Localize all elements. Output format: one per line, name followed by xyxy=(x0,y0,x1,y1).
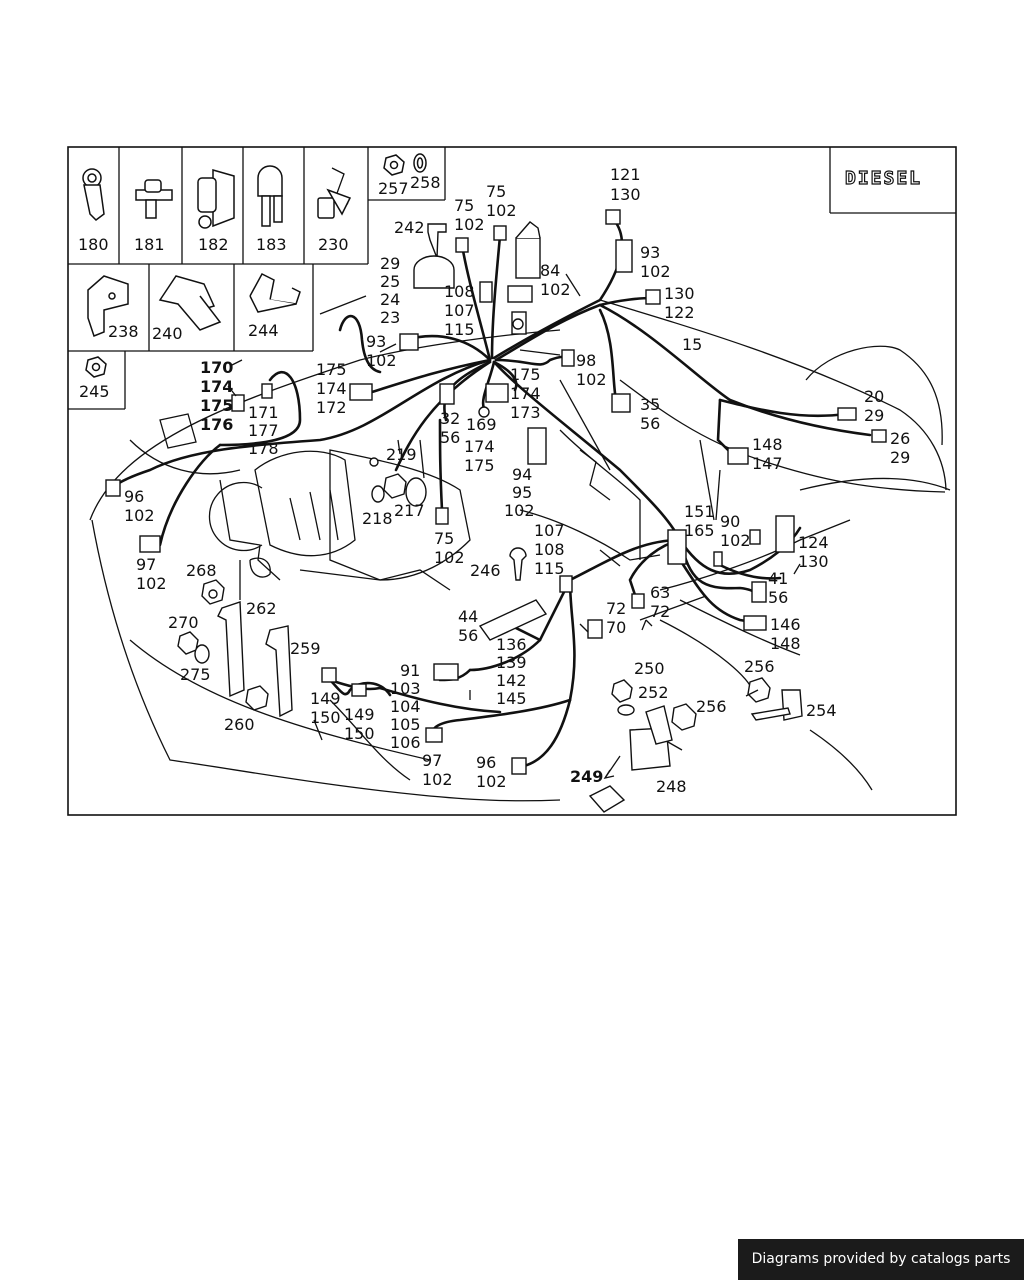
callout-252: 252 xyxy=(638,683,669,702)
harness-connectors xyxy=(105,209,887,775)
part-244-icon xyxy=(249,273,301,313)
callout-218: 218 xyxy=(362,509,393,528)
part-257-icon xyxy=(383,154,405,176)
callout-259: 259 xyxy=(290,639,321,658)
callout-260: 260 xyxy=(224,715,255,734)
callout-15: 15 xyxy=(682,335,702,354)
callout-270: 270 xyxy=(168,613,199,632)
label-245: 245 xyxy=(79,382,110,401)
part-183-icon xyxy=(257,165,283,227)
label-183: 183 xyxy=(256,235,287,254)
label-240: 240 xyxy=(152,324,183,343)
label-258: 258 xyxy=(410,173,441,192)
callout-169: 169 xyxy=(466,415,497,434)
inset-grid xyxy=(68,147,956,410)
lower-hardware xyxy=(177,579,803,813)
label-238: 238 xyxy=(108,322,139,341)
leader-lines xyxy=(227,273,801,751)
part-180-icon xyxy=(82,168,105,221)
callout-275: 275 xyxy=(180,665,211,684)
callout-262: 262 xyxy=(246,599,277,618)
callout-249: 249 xyxy=(570,767,603,786)
callout-91: 91 xyxy=(400,661,420,680)
label-181: 181 xyxy=(134,235,165,254)
callout-256-a: 256 xyxy=(744,657,775,676)
callout-268: 268 xyxy=(186,561,217,580)
part-245-icon xyxy=(85,356,107,378)
callout-248: 248 xyxy=(656,777,687,796)
callout-254: 254 xyxy=(806,701,837,720)
vehicle-body-outline xyxy=(89,299,951,802)
callout-219: 219 xyxy=(386,445,417,464)
diesel-badge: DIESEL xyxy=(845,168,922,189)
label-180: 180 xyxy=(78,235,109,254)
part-258-icon xyxy=(413,153,427,173)
diagram-frame xyxy=(67,146,957,816)
callout-242: 242 xyxy=(394,218,425,237)
callout-217: 217 xyxy=(394,501,425,520)
label-230: 230 xyxy=(318,235,349,254)
part-181-icon xyxy=(135,179,173,219)
part-182-icon xyxy=(197,169,235,229)
callout-246: 246 xyxy=(470,561,501,580)
label-244: 244 xyxy=(248,321,279,340)
part-240-icon xyxy=(158,275,222,331)
part-230-icon xyxy=(317,167,352,219)
label-257: 257 xyxy=(378,179,409,198)
inset-part-drawings xyxy=(82,153,427,378)
label-182: 182 xyxy=(198,235,229,254)
callout-256-b: 256 xyxy=(696,697,727,716)
part-238-icon xyxy=(87,275,129,337)
footer-attribution: Diagrams provided by catalogs parts xyxy=(738,1239,1024,1280)
inset-labels: 180 181 182 183 230 257 258 238 240 244 … xyxy=(78,173,441,401)
callout-250: 250 xyxy=(634,659,665,678)
